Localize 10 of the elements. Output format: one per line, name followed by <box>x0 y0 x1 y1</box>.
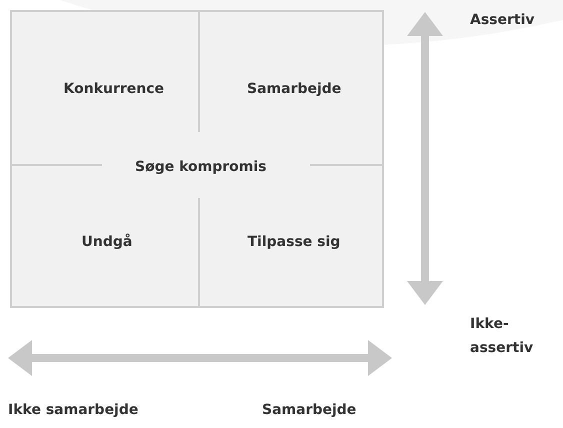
grid-box <box>10 10 384 308</box>
quadrant-label: Søge kompromis <box>135 159 266 175</box>
quadrant-label: Samarbejde <box>247 81 342 97</box>
quadrant-label: Tilpasse sig <box>248 234 340 250</box>
quadrant-label: Konkurrence <box>64 81 164 97</box>
quadrant-label: Undgå <box>82 234 132 250</box>
axis-label: Ikke samarbejde <box>8 402 138 418</box>
axis-label: Samarbejde <box>262 402 356 418</box>
axis-label: Ikke-assertiv <box>470 315 534 358</box>
axis-label: Assertiv <box>470 12 535 28</box>
